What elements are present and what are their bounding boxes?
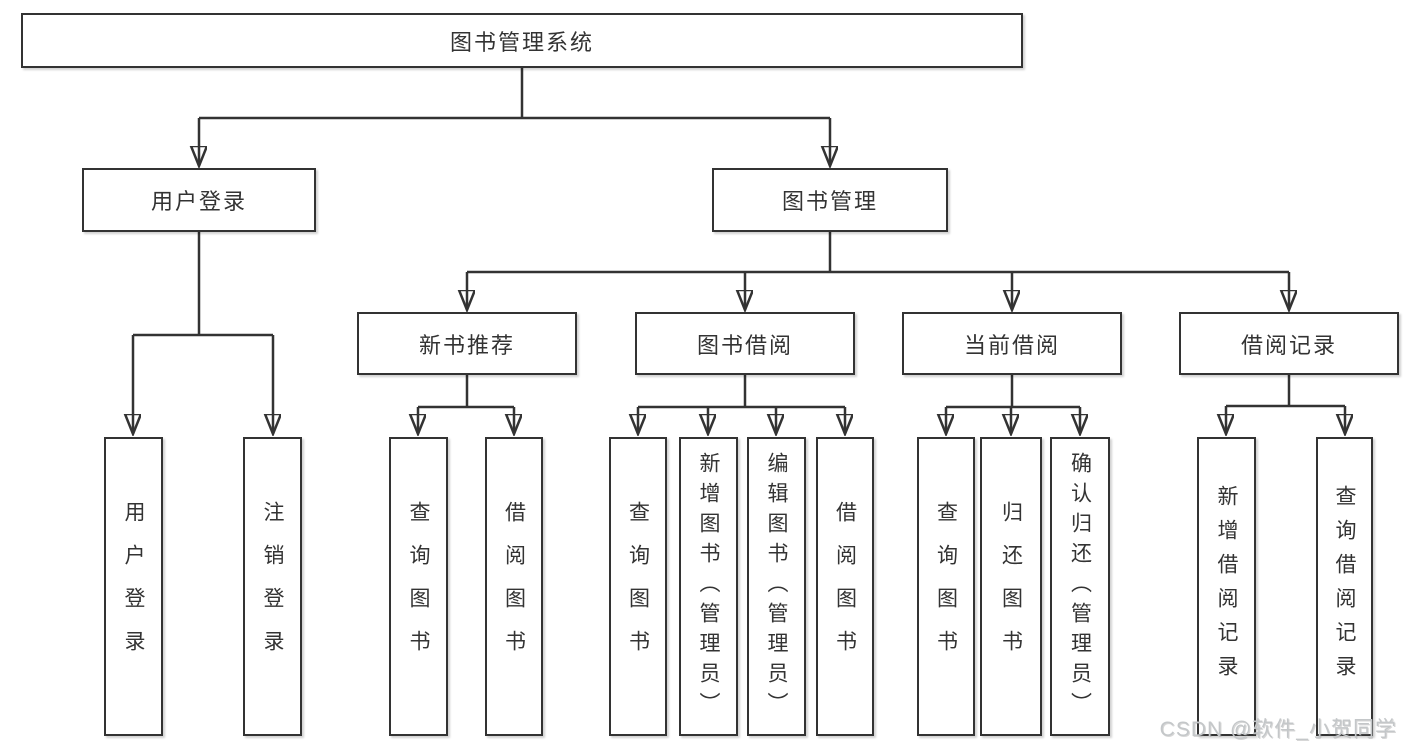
leaf-query-borrow-record-label: 查询借阅记录 bbox=[1333, 484, 1356, 689]
node-new-book-recommend: 新书推荐 bbox=[357, 312, 577, 375]
leaf-return-book: 归还图书 bbox=[980, 437, 1042, 736]
leaf-confirm-return-admin-label: 确认归还（管理员） bbox=[1068, 451, 1092, 722]
node-book-borrow: 图书借阅 bbox=[635, 312, 855, 375]
leaf-return-book-label: 归还图书 bbox=[999, 500, 1023, 673]
leaf-add-book-admin: 新增图书（管理员） bbox=[679, 437, 738, 736]
connector-borrow-record-to-leaves bbox=[1226, 375, 1345, 434]
leaf-query-book-current: 查询图书 bbox=[917, 437, 975, 736]
node-root-label: 图书管理系统 bbox=[449, 29, 594, 55]
connector-book-borrow-to-leaves bbox=[638, 375, 845, 434]
leaf-edit-book-admin-label: 编辑图书（管理员） bbox=[765, 451, 788, 722]
connector-root-to-branches bbox=[199, 68, 830, 166]
connector-book-management-to-sections bbox=[467, 232, 1289, 310]
leaf-query-book-borrow-label: 查询图书 bbox=[626, 500, 650, 673]
connector-new-book-recommend-to-leaves bbox=[418, 375, 514, 434]
connector-user-login-to-leaves bbox=[133, 232, 273, 434]
leaf-add-book-admin-label: 新增图书（管理员） bbox=[697, 451, 720, 722]
node-book-borrow-label: 图书借阅 bbox=[696, 332, 793, 358]
leaf-borrow-book-label: 借阅图书 bbox=[833, 500, 857, 673]
node-borrow-record: 借阅记录 bbox=[1179, 312, 1399, 375]
leaf-user-login: 用户登录 bbox=[104, 437, 163, 736]
leaf-query-book-borrow: 查询图书 bbox=[609, 437, 667, 736]
leaf-query-borrow-record: 查询借阅记录 bbox=[1316, 437, 1373, 736]
node-current-borrow-label: 当前借阅 bbox=[963, 332, 1060, 358]
node-book-management-label: 图书管理 bbox=[781, 189, 878, 214]
leaf-query-book-recommend-label: 查询图书 bbox=[407, 500, 430, 673]
node-user-login: 用户登录 bbox=[82, 168, 316, 232]
node-borrow-record-label: 借阅记录 bbox=[1240, 332, 1337, 358]
node-new-book-recommend-label: 新书推荐 bbox=[418, 332, 515, 358]
node-current-borrow: 当前借阅 bbox=[902, 312, 1122, 375]
leaf-user-login-label: 用户登录 bbox=[122, 500, 145, 673]
leaf-logout: 注销登录 bbox=[243, 437, 302, 736]
leaf-add-borrow-record-label: 新增借阅记录 bbox=[1215, 484, 1238, 689]
leaf-query-book-current-label: 查询图书 bbox=[934, 500, 958, 673]
watermark: CSDN @软件_小贺同学 bbox=[1159, 718, 1397, 741]
leaf-borrow-book-recommend-label: 借阅图书 bbox=[502, 500, 526, 673]
leaf-borrow-book-recommend: 借阅图书 bbox=[485, 437, 543, 736]
node-root: 图书管理系统 bbox=[21, 13, 1023, 68]
connector-current-borrow-to-leaves bbox=[946, 375, 1080, 434]
node-user-login-label: 用户登录 bbox=[150, 189, 247, 214]
leaf-borrow-book: 借阅图书 bbox=[816, 437, 874, 736]
leaf-logout-label: 注销登录 bbox=[261, 500, 284, 673]
node-book-management: 图书管理 bbox=[712, 168, 948, 232]
leaf-edit-book-admin: 编辑图书（管理员） bbox=[747, 437, 806, 736]
leaf-add-borrow-record: 新增借阅记录 bbox=[1197, 437, 1256, 736]
leaf-query-book-recommend: 查询图书 bbox=[389, 437, 448, 736]
leaf-confirm-return-admin: 确认归还（管理员） bbox=[1050, 437, 1110, 736]
